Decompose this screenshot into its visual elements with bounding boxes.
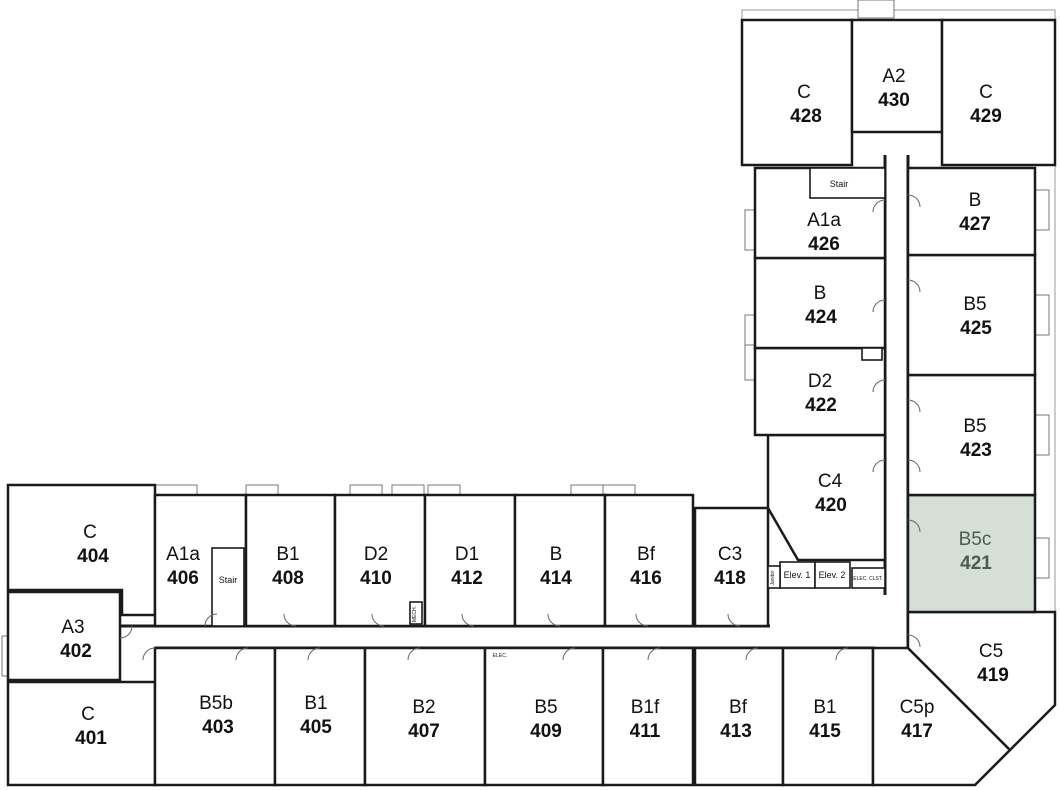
shaft	[861, 347, 883, 361]
mech-label: MECH.	[412, 606, 418, 622]
room-411[interactable]	[601, 646, 695, 787]
room-number-414: 414	[540, 568, 572, 589]
room-type-415: B1	[813, 697, 836, 718]
room-427[interactable]	[906, 166, 1037, 257]
stair-north	[809, 167, 886, 199]
room-416[interactable]	[603, 493, 695, 628]
room-number-417: 417	[901, 721, 933, 742]
service-labels: Stair Stair Elev. 1 Elev. 2 ELEC. CLST. …	[219, 179, 883, 659]
janitor-label: Janitor	[770, 570, 776, 585]
stair-north-label: Stair	[830, 179, 849, 189]
elevator-2-label: Elev. 2	[819, 570, 846, 580]
doors	[119, 194, 921, 661]
stair-west-label: Stair	[219, 575, 238, 585]
room-type-430: A2	[882, 66, 905, 87]
room-425[interactable]	[906, 253, 1037, 377]
room-number-422: 422	[805, 395, 837, 416]
room-type-403: B5b	[199, 693, 233, 714]
room-type-422: D2	[808, 371, 832, 392]
elec-closet	[851, 567, 886, 589]
room-type-402: A3	[61, 617, 84, 638]
room-number-402: 402	[60, 641, 92, 662]
room-type-420: C4	[818, 471, 843, 492]
room-429[interactable]	[940, 18, 1057, 167]
room-number-418: 418	[714, 568, 746, 589]
room-type-419: C5	[979, 641, 1003, 662]
room-type-412: D1	[455, 544, 479, 565]
room-type-428: C	[797, 82, 811, 103]
elec-label: ELEC.	[493, 653, 507, 659]
room-number-410: 410	[360, 568, 392, 589]
elec-closet-label: ELEC. CLST.	[853, 576, 882, 582]
room-number-425: 425	[960, 318, 992, 339]
mech-closet	[409, 601, 423, 625]
room-type-417: C5p	[900, 697, 935, 718]
room-number-428: 428	[790, 106, 822, 127]
room-number-411: 411	[630, 721, 661, 742]
room-type-421: B5c	[959, 529, 992, 550]
room-type-410: D2	[364, 544, 388, 565]
room-number-423: 423	[960, 440, 992, 461]
room-type-424: B	[814, 283, 827, 304]
room-number-408: 408	[272, 568, 304, 589]
elevator-1-label: Elev. 1	[784, 570, 811, 580]
service-spaces	[211, 167, 886, 627]
room-404[interactable]	[6, 483, 157, 617]
room-402[interactable]	[6, 590, 122, 682]
room-type-429: C	[979, 82, 993, 103]
room-number-420: 420	[815, 495, 847, 516]
room-type-427: B	[969, 190, 982, 211]
room-number-404: 404	[77, 546, 109, 567]
room-number-421: 421	[960, 553, 992, 574]
room-type-411: B1f	[631, 697, 660, 718]
room-type-425: B5	[963, 294, 986, 315]
room-number-405: 405	[300, 717, 332, 738]
room-type-407: B2	[412, 697, 435, 718]
elevator-2	[814, 561, 851, 589]
room-number-401: 401	[75, 728, 107, 749]
room-number-415: 415	[809, 721, 841, 742]
room-type-416: Bf	[637, 544, 656, 565]
room-number-413: 413	[720, 721, 752, 742]
room-type-413: Bf	[729, 697, 748, 718]
room-number-407: 407	[408, 721, 440, 742]
room-type-423: B5	[963, 416, 986, 437]
room-number-409: 409	[530, 721, 562, 742]
room-number-424: 424	[805, 307, 837, 328]
room-417[interactable]	[871, 646, 1012, 787]
room-type-414: B	[550, 544, 563, 565]
room-number-416: 416	[630, 568, 662, 589]
room-type-418: C3	[718, 544, 742, 565]
room-number-427: 427	[959, 214, 991, 235]
roof-window	[857, 0, 895, 19]
stair-west	[211, 547, 245, 627]
room-type-405: B1	[304, 693, 327, 714]
room-number-426: 426	[808, 234, 840, 255]
room-type-409: B5	[534, 697, 557, 718]
room-type-408: B1	[276, 544, 299, 565]
room-type-406: A1a	[166, 544, 200, 565]
room-428[interactable]	[740, 18, 854, 167]
room-type-426: A1a	[807, 210, 841, 231]
room-type-401: C	[81, 704, 95, 725]
janitor-closet	[767, 565, 781, 589]
room-number-412: 412	[451, 568, 483, 589]
room-number-430: 430	[878, 90, 910, 111]
room-number-403: 403	[202, 717, 234, 738]
room-number-406: 406	[167, 568, 199, 589]
room-type-404: C	[83, 522, 97, 543]
room-number-429: 429	[970, 106, 1002, 127]
room-number-419: 419	[977, 665, 1009, 686]
room-labels: C 404 A3 402 C 401 A1a 406 B1 408 D2 410…	[60, 66, 1009, 749]
room-418[interactable]	[693, 506, 770, 628]
